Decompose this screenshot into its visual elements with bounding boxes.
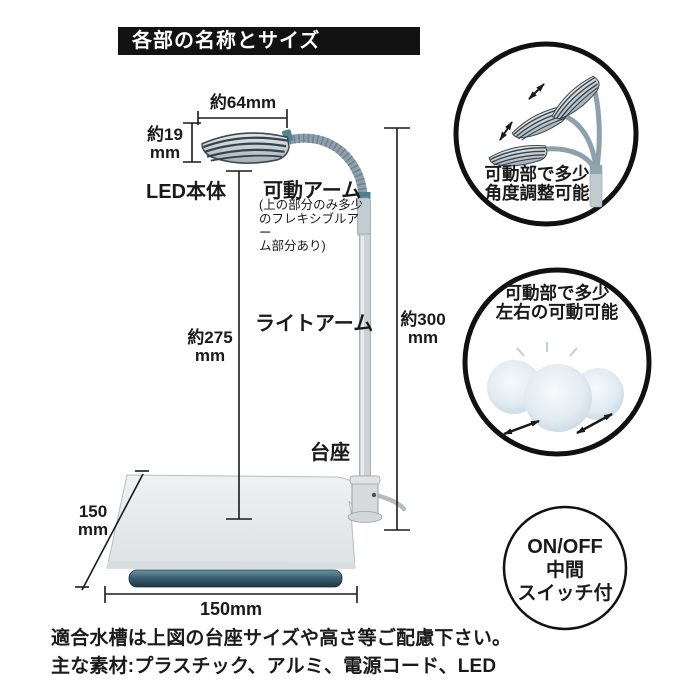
- movable-arm-note-line: のフレキシブルアー: [259, 211, 360, 240]
- callout-line: 可動部で多少: [504, 283, 610, 303]
- dimension-label-arm-height-value: 約275: [187, 328, 233, 347]
- dimension-label-head-height-unit: mm: [149, 143, 181, 162]
- dimension-arm-height: [226, 170, 252, 520]
- dimension-label-base-depth: 150 mm: [72, 503, 114, 539]
- callout-line: スイッチ付: [517, 583, 613, 604]
- callout-switch-text: ON/OFF 中間 スイッチ付: [495, 536, 635, 605]
- callout-switch-graphic: [502, 505, 628, 631]
- dimension-label-arm-height: 約275 mm: [186, 329, 234, 365]
- base-underside: [128, 569, 343, 588]
- page-title: 各部の名称とサイズ: [118, 27, 420, 55]
- dimension-label-total-height-unit: mm: [407, 328, 439, 347]
- callout-line: 可動部で多少: [484, 164, 590, 184]
- label-led-body: LED本体: [146, 181, 226, 203]
- movable-arm-note: (上の部分のみ多少 のフレキシブルアー ム部分あり): [259, 198, 365, 254]
- dimension-label-total-height-value: 約300: [400, 310, 446, 329]
- callout-circle: [502, 505, 628, 631]
- led-head: [200, 131, 291, 165]
- flexible-arm: [282, 129, 371, 237]
- light-pole: [359, 233, 371, 481]
- dimension-lines: [75, 109, 410, 603]
- pole-holder: [347, 475, 383, 523]
- footer-note-line1: 適合水槽は上図の台座サイズや高さ等ご配慮下さい。: [51, 628, 512, 649]
- dimension-label-head-height-value: 約19: [147, 125, 183, 144]
- dimension-base-depth: [75, 470, 149, 591]
- label-movable-arm: 可動アーム: [263, 180, 362, 202]
- callout-line: 角度調整可能: [484, 183, 590, 203]
- movable-arm-note-line: ム部分あり): [259, 239, 326, 254]
- footer-note-line2: 主な素材:プラスチック、アルミ、電源コード、LED: [51, 656, 497, 677]
- dimension-label-head-width: 約64mm: [209, 93, 277, 112]
- callout-angle-adjust-graphic: [453, 41, 639, 227]
- callout-swivel-text: 可動部で多少 左右の可動可能: [487, 284, 627, 322]
- dimension-label-arm-height-unit: mm: [194, 346, 226, 365]
- movable-arm-note-line: (上の部分のみ多少: [259, 198, 364, 212]
- double-arrow-icon: [503, 419, 540, 436]
- callout-line: 中間: [545, 560, 584, 581]
- double-arrow-icon: [528, 83, 545, 100]
- dimension-base-width: [104, 586, 358, 603]
- dimension-label-total-height: 約300 mm: [399, 311, 447, 347]
- dimension-label-base-width: 150mm: [199, 599, 263, 619]
- double-arrow-icon: [576, 412, 613, 435]
- power-cord: [373, 492, 407, 512]
- callout-swivel-graphic: [462, 267, 652, 457]
- dimension-label-head-height: 約19 mm: [142, 126, 188, 162]
- callout-angle-adjust-text: 可動部で多少 角度調整可能: [467, 165, 607, 203]
- dimension-label-base-depth-unit: mm: [77, 520, 109, 539]
- double-arrow-icon: [499, 121, 513, 141]
- callout-line: ON/OFF: [527, 536, 603, 558]
- lamp-head-front: [524, 364, 592, 432]
- dimension-total-height: [384, 127, 410, 531]
- label-light-arm: ライトアーム: [255, 313, 374, 335]
- dimension-label-base-depth-value: 150: [78, 502, 108, 521]
- dimension-head-height: [183, 122, 201, 163]
- faint-motion-marks: [516, 342, 578, 357]
- label-base: 台座: [310, 442, 350, 464]
- callout-line: 左右の可動可能: [495, 302, 619, 322]
